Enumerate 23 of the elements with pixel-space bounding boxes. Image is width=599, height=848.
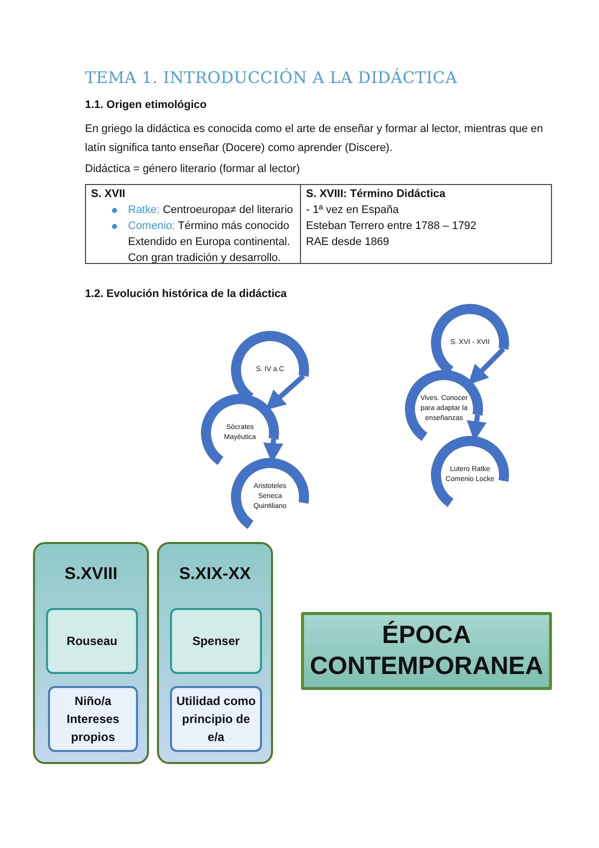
column-panel	[157, 542, 273, 764]
bullet-item: Ratke: Centroeuropa≠ del literario	[128, 203, 294, 218]
text-card: Spenser	[170, 608, 262, 674]
column-heading: S.XVIII	[64, 564, 118, 584]
table-text: - 1ª vez en España	[306, 203, 400, 218]
column-heading: S.XIX-XX	[178, 564, 252, 584]
text-card: Rouseau	[46, 608, 138, 674]
text-card: Utilidad como principio de e/a	[170, 686, 262, 752]
table-text: RAE desde 1869	[306, 235, 390, 250]
arrow	[468, 347, 506, 385]
section-heading: 1.1. Origen etimológico	[85, 98, 208, 113]
arrow	[265, 374, 306, 410]
bullet-item: Comenio: Término más conocido Extendido en Europa continental. Con gran tradición y desarrollo.	[128, 219, 292, 266]
paragraph: Didáctica = género literario (formar al lector)	[85, 162, 301, 177]
paragraph: En griego la didáctica es conocida como el arte de enseñar y formar al lector, mientras que en latín significa tanto enseñar (Docere) como aprender (Discere).	[85, 122, 544, 156]
section-heading: 1.2. Evolución histórica de la didáctica	[85, 287, 288, 302]
table-text: S. XVII	[91, 187, 126, 202]
table-text: S. XVIII: Término Didáctica	[306, 187, 446, 202]
title-banner: ÉPOCA CONTEMPORANEA	[301, 612, 552, 690]
column-panel	[33, 542, 149, 764]
document-title: TEMA 1. INTRODUCCIÓN A LA DIDÁCTICA	[85, 68, 458, 87]
table-text: Esteban Terrero entre 1788 – 1792	[306, 219, 478, 234]
text-card: Niño/a Intereses propios	[48, 686, 138, 752]
